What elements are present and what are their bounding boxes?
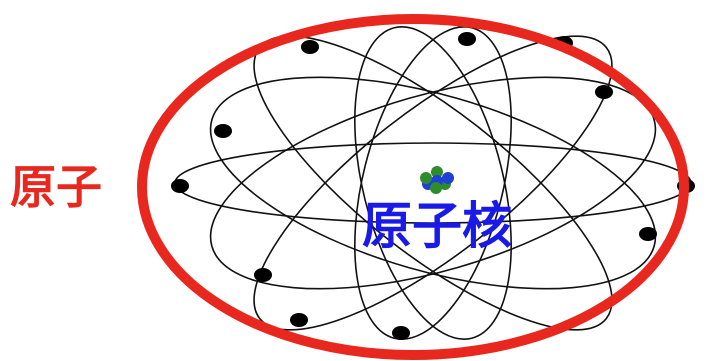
electron-dot-icon-5: [301, 40, 319, 54]
nucleus-icon: [420, 166, 454, 194]
neutron-particle-5: [420, 172, 432, 184]
nucleus-label: 原子核: [362, 201, 512, 251]
electron-dot-icon-4: [290, 313, 308, 327]
electron-dot-icon-3: [254, 268, 272, 282]
electron-dot-icon-1: [171, 179, 189, 193]
proton-particle-6: [442, 172, 454, 184]
electron-dot-icon-2: [214, 124, 232, 138]
atom-label: 原子: [10, 164, 102, 210]
electron-dot-icon-6: [392, 326, 410, 340]
electron-dot-icon-10: [639, 227, 657, 241]
neutron-particle-7: [430, 182, 442, 194]
electron-dot-icon-7: [458, 32, 476, 46]
electron-dot-icon-9: [595, 85, 613, 99]
